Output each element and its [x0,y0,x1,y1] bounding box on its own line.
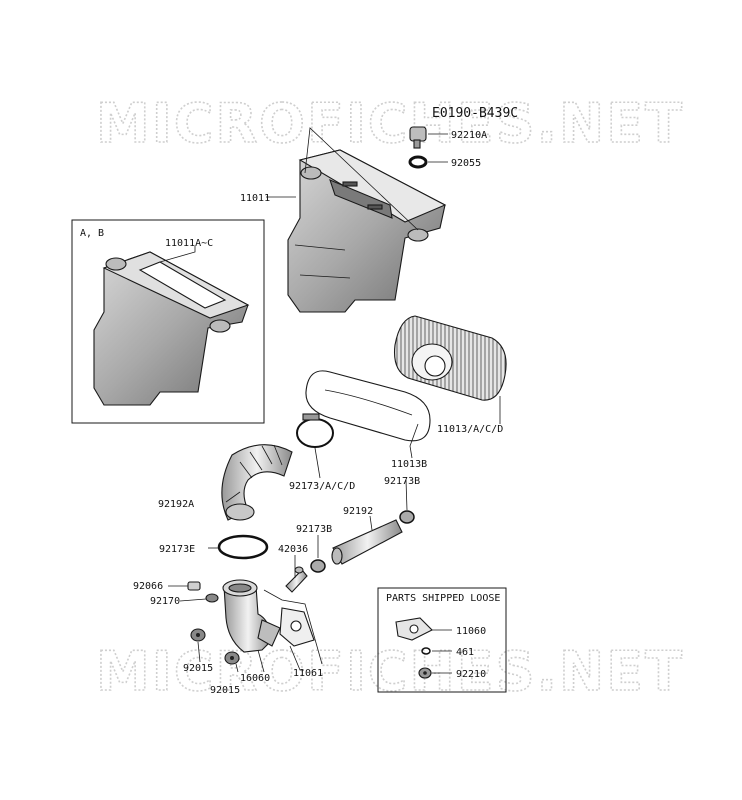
air-cleaner-case-11011 [287,149,447,313]
label-11013ACD: 11013/A/C/D [437,424,503,435]
inset-box-ab [71,219,265,424]
label-92173E: 92173E [159,544,195,555]
label-11013B: 11013B [391,459,427,470]
watermark-bottom: MICROFICHES.NET [96,640,684,703]
label-11061: 11061 [293,668,323,679]
pre-cleaner-11013B [305,370,431,442]
label-92015-a: 92015 [183,663,213,674]
pipe-42036 [285,566,308,593]
parts-shipped-loose-box [377,587,507,693]
label-92192: 92192 [343,506,373,517]
label-461: 461 [456,647,474,658]
label-92170: 92170 [150,596,180,607]
o-ring-92055 [408,155,428,169]
watermark-top: MICROFICHES.NET [96,92,684,155]
label-92210A: 92210A [451,130,487,141]
part-92170 [205,593,219,603]
label-11011A-C: 11011A~C [165,238,213,249]
label-92192A: 92192A [158,499,194,510]
elbow-hose-92192A [221,444,293,521]
clamp-92173E [217,534,269,560]
gasket-11060 [395,617,433,641]
diagram-code: E0190-B439C [432,106,518,121]
label-42036: 42036 [278,544,308,555]
clamp-92173ACD [296,413,334,448]
label-92173B-mid: 92173B [296,524,332,535]
hose-92192 [331,519,403,565]
label-11060: 11060 [456,626,486,637]
clamp-92173B-upper [399,510,415,524]
gasket-11061 [279,607,315,647]
filter-element-11013 [393,315,507,401]
clamp-92173B-lower [310,559,326,573]
label-92210: 92210 [456,669,486,680]
label-92055: 92055 [451,158,481,169]
label-11011: 11011 [240,193,270,204]
inset-title: A, B [80,228,104,239]
label-92173B-top: 92173B [384,476,420,487]
label-92015-b: 92015 [210,685,240,696]
nut-92015-b [224,651,240,665]
leader-lines [159,127,501,674]
bolt-92210A [409,126,427,149]
intake-duct-16060 [222,579,281,653]
label-92066: 92066 [133,581,163,592]
plug-92066 [187,581,201,591]
label-16060: 16060 [240,673,270,684]
air-cleaner-case-11011A-C [93,251,250,406]
label-92173ACD: 92173/A/C/D [289,481,355,492]
washer-461 [421,647,431,655]
parts-shipped-loose-title: PARTS SHIPPED LOOSE [386,593,500,604]
nut-92210 [418,667,432,679]
nut-92015-a [190,628,206,642]
